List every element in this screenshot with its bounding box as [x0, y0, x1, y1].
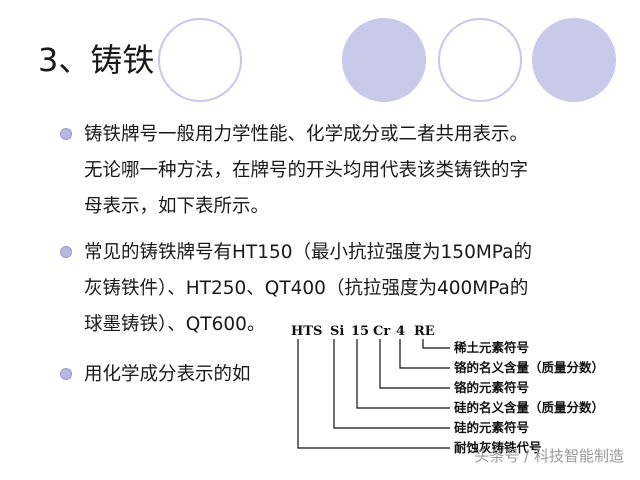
watermark: 头条号 / 科技智能制造	[474, 447, 624, 465]
leader-cr	[379, 339, 450, 389]
bullet-1-line-2: 无论哪一种方法，在牌号的开头均用代表该类铸铁的字	[84, 160, 529, 181]
label-silicon-content: 硅的名义含量（质量分数）	[454, 400, 604, 415]
code-re: RE	[414, 324, 435, 339]
bullet-2-line-1: 常见的铸铁牌号有HT150（最小抗拉强度为150MPa的	[84, 242, 532, 263]
code-4: 4	[396, 324, 405, 339]
leader-re	[422, 339, 450, 349]
bullet-dot	[60, 128, 72, 140]
diagram-leader-lines	[297, 339, 450, 449]
code-si: Si	[330, 324, 344, 339]
decor-circle-3	[438, 18, 522, 102]
leader-si	[333, 339, 450, 429]
code-15: 15	[351, 324, 369, 339]
code-hts: HTS	[291, 324, 322, 339]
label-grade-code: 耐蚀灰铸铁代号	[454, 440, 542, 455]
bullet-2-line-3: 球墨铸铁）、QT600。	[84, 314, 266, 335]
leader-hts	[297, 339, 450, 449]
bullet-3-line-1: 用化学成分表示的如	[84, 364, 251, 385]
label-silicon-symbol: 硅的元素符号	[454, 420, 529, 435]
diagram-labels: 稀土元素符号 铬的名义含量（质量分数） 铬的元素符号 硅的名义含量（质量分数） …	[454, 340, 604, 455]
leader-4	[399, 339, 450, 369]
bullet-1-line-1: 铸铁牌号一般用力学性能、化学成分或二者共用表示。	[84, 124, 529, 145]
label-chromium-content: 铬的名义含量（质量分数）	[454, 360, 604, 375]
diagram-codes: HTS Si 15 Cr 4 RE	[291, 324, 435, 339]
decor-circle-2	[342, 18, 426, 102]
leader-15	[356, 339, 450, 409]
bullet-2-line-2: 灰铸铁件）、HT250、QT400（抗拉强度为400MPa的	[84, 278, 529, 299]
bullet-dot	[60, 368, 72, 380]
decor-circle-1	[158, 18, 242, 102]
label-chromium-symbol: 铬的元素符号	[454, 380, 529, 395]
code-cr: Cr	[373, 324, 390, 339]
decor-circle-4	[532, 18, 616, 102]
bullet-1-line-3: 母表示，如下表所示。	[84, 196, 270, 217]
label-rare-earth-symbol: 稀土元素符号	[454, 340, 529, 355]
slide-title: 3、铸铁	[38, 41, 155, 79]
bullet-dot	[60, 246, 72, 258]
